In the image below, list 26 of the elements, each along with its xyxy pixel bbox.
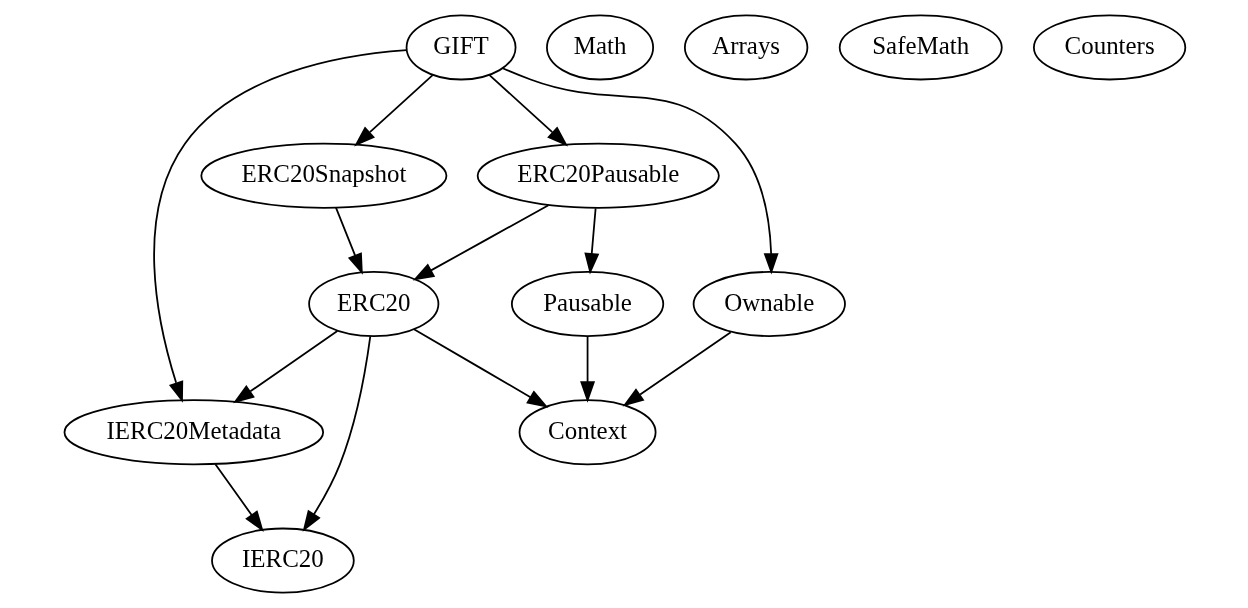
node-ellipse: Math xyxy=(545,14,654,81)
arrow xyxy=(501,67,779,275)
node-ellipse: IERC20Metadata xyxy=(63,399,324,466)
node-ellipse: Counters xyxy=(1032,14,1186,81)
node-ellipse: IERC20 xyxy=(210,527,355,594)
node-ellipse: SafeMath xyxy=(838,14,1003,81)
arrow xyxy=(488,74,568,147)
arrow xyxy=(583,207,599,275)
arrow xyxy=(412,328,548,408)
arrow xyxy=(412,204,549,281)
arrow xyxy=(622,331,732,407)
node-ellipse: Ownable xyxy=(692,271,846,337)
arrow xyxy=(302,335,371,532)
node-ellipse: Arrays xyxy=(683,14,808,81)
node-ellipse: ERC20 xyxy=(307,271,439,337)
node-ellipse: ERC20Pausable xyxy=(476,142,720,209)
node-ellipse: Pausable xyxy=(510,271,664,337)
arrow xyxy=(214,463,264,532)
node-ellipse: Context xyxy=(518,399,656,466)
arrow xyxy=(353,74,434,147)
node-ellipse: GIFT xyxy=(405,14,516,81)
arrow xyxy=(334,206,363,275)
arrow xyxy=(232,330,338,404)
arrow xyxy=(579,335,595,403)
arrow xyxy=(152,49,407,403)
node-ellipse: ERC20Snapshot xyxy=(199,142,447,209)
